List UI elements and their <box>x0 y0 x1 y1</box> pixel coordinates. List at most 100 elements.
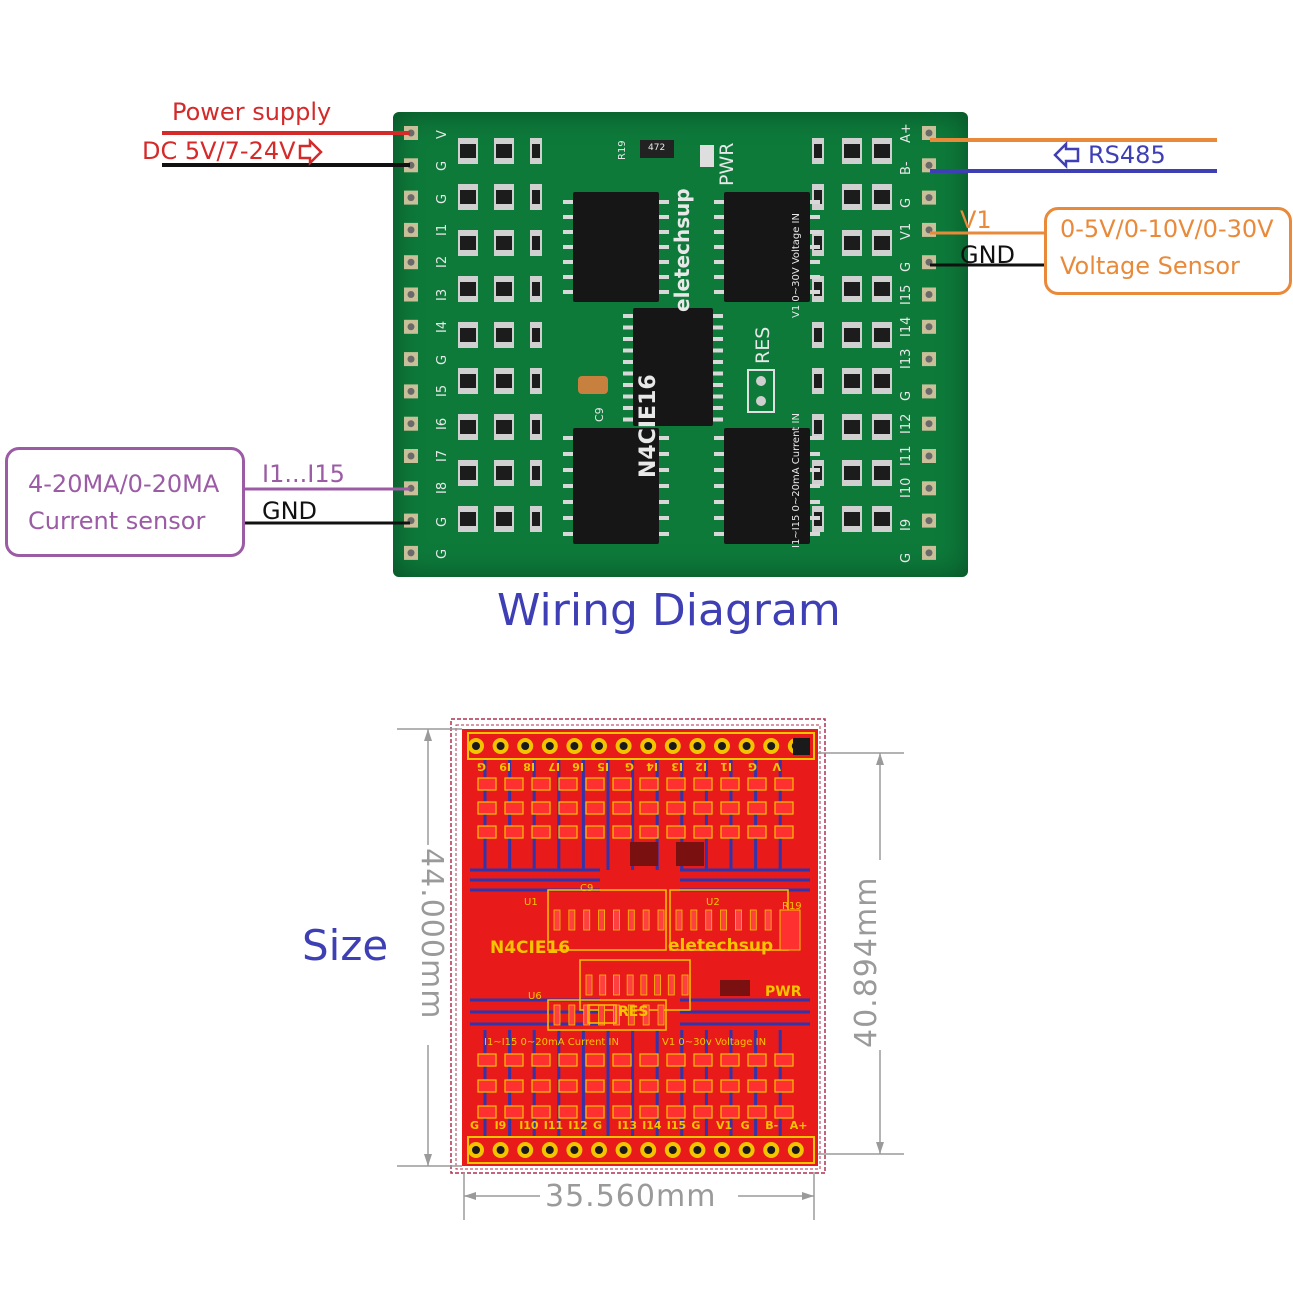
left-pin-label: G <box>435 161 450 172</box>
layout-outline-outer <box>450 718 826 1174</box>
layout-pad <box>558 1079 578 1093</box>
layout-pad <box>666 777 686 791</box>
smd-components <box>458 138 892 532</box>
board-r19-text: R19 <box>617 140 628 160</box>
layout-pad <box>504 801 524 815</box>
layout-pad <box>693 825 713 839</box>
layout-pad <box>585 1105 605 1119</box>
layout-pad <box>585 801 605 815</box>
layout-top-pin-label: I1 <box>720 760 732 773</box>
layout-pad <box>585 1079 605 1093</box>
inner-height-dimension-label: 40.894mm <box>849 876 884 1048</box>
layout-bottom-pin-label: V1 <box>716 1119 733 1132</box>
layout-pad <box>747 801 767 815</box>
layout-pad <box>558 825 578 839</box>
rs485-arrow <box>1053 140 1080 170</box>
layout-pad <box>531 1105 551 1119</box>
left-pin-header <box>404 126 418 560</box>
layout-top-pin-label: I6 <box>572 760 585 773</box>
board-c9-text: C9 <box>593 407 606 422</box>
layout-pad <box>720 1053 740 1067</box>
right-pin-label: I12 <box>899 413 914 434</box>
layout-pad <box>531 825 551 839</box>
layout-pad <box>666 1079 686 1093</box>
right-pin-label: I15 <box>899 284 914 305</box>
layout-pad <box>477 825 497 839</box>
layout-current-in-text: I1~I15 0~20mA Current IN <box>484 1037 619 1048</box>
right-pin-label: G <box>899 197 914 208</box>
layout-bottom-pin-label: I11 <box>543 1119 564 1132</box>
layout-pad <box>747 1053 767 1067</box>
layout-bottom-pin-label: I13 <box>617 1119 637 1132</box>
layout-pad <box>531 1079 551 1093</box>
layout-top-pin-label: G <box>747 760 757 773</box>
layout-pad <box>558 777 578 791</box>
reset-pads <box>747 369 775 413</box>
resistor-r19 <box>640 140 674 158</box>
right-pin-header <box>922 126 936 560</box>
voltage-range-label: 0-5V/0-10V/0-30V <box>1060 215 1274 243</box>
layout-ic <box>579 959 691 1011</box>
layout-top-pin-label: G <box>476 760 486 773</box>
layout-pad <box>747 777 767 791</box>
layout-pad <box>585 777 605 791</box>
layout-pad <box>477 1053 497 1067</box>
layout-pad <box>612 825 632 839</box>
size-label: Size <box>302 921 389 970</box>
layout-pad <box>504 825 524 839</box>
left-pin-label: I4 <box>435 320 450 333</box>
left-pin-label: G <box>435 193 450 204</box>
left-pin-label: G <box>435 355 450 366</box>
layout-pad <box>693 1053 713 1067</box>
left-pin-label: I8 <box>435 482 450 495</box>
right-pin-label: I9 <box>899 518 914 531</box>
voltage-sensor-label: Voltage Sensor <box>1060 252 1240 280</box>
current-sensor-label: Current sensor <box>28 507 206 535</box>
layout-pad <box>720 1079 740 1093</box>
layout-pad <box>504 1105 524 1119</box>
current-range-label: 4-20MA/0-20MA <box>28 470 220 498</box>
layout-pad <box>477 777 497 791</box>
layout-top-pin-label: I4 <box>646 760 659 773</box>
board-brand-text: eletechsup <box>670 188 694 312</box>
layout-pad <box>693 1105 713 1119</box>
layout-pad <box>666 825 686 839</box>
layout-pad <box>612 1105 632 1119</box>
layout-pad <box>639 1053 659 1067</box>
layout-pad <box>504 1053 524 1067</box>
gnd-left-label: GND <box>262 497 318 525</box>
layout-pad <box>774 777 794 791</box>
layout-pad <box>639 1079 659 1093</box>
layout-pad <box>720 825 740 839</box>
layout-top-pin-label: I5 <box>597 760 609 773</box>
layout-bottom-pin-label: G <box>470 1119 480 1132</box>
voltage-sensor-box <box>1044 207 1292 295</box>
pwr-led <box>700 145 714 167</box>
layout-pad <box>666 801 686 815</box>
layout-top-pin-label: I8 <box>523 760 536 773</box>
layout-pad <box>477 801 497 815</box>
right-pin-label: I13 <box>899 348 914 370</box>
layout-pad <box>666 1105 686 1119</box>
layout-pad <box>477 1079 497 1093</box>
board-res-text: RES <box>752 326 774 364</box>
layout-ic <box>547 889 667 951</box>
layout-pad <box>558 1053 578 1067</box>
layout-pad <box>720 777 740 791</box>
layout-pad <box>774 1079 794 1093</box>
ic-u3 <box>573 428 659 544</box>
layout-pad <box>504 777 524 791</box>
layout-pad <box>774 825 794 839</box>
layout-pad <box>585 825 605 839</box>
left-pin-label: G <box>435 548 450 559</box>
current-sensor-box <box>5 447 245 557</box>
layout-pad <box>531 801 551 815</box>
width-dimension-label: 35.560mm <box>545 1179 717 1214</box>
layout-model-text: N4CIE16 <box>490 938 571 958</box>
layout-top-pin-label: G <box>624 760 634 773</box>
layout-bottom-pin-label: A+ <box>789 1119 808 1132</box>
layout-pad <box>558 801 578 815</box>
layout-pad <box>747 1105 767 1119</box>
layout-c9-text: C9 <box>580 883 594 894</box>
layout-u6-text: U6 <box>528 991 542 1002</box>
